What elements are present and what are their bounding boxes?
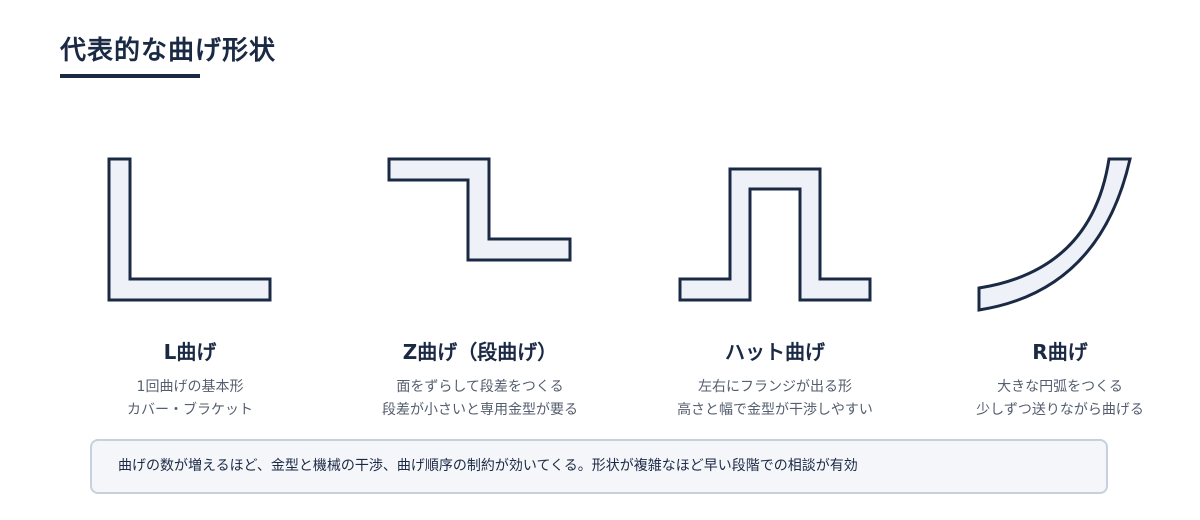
shape-desc-line1: 左右にフランジが出る形	[698, 379, 852, 395]
shape-desc-line2: 少しずつ送りながら曲げる	[976, 402, 1144, 418]
r-bend-shape	[977, 157, 1132, 312]
shape-desc-line1: 1回曲げの基本形	[136, 379, 244, 395]
page-title: 代表的な曲げ形状	[60, 36, 277, 66]
shape-card-r-bend: R曲げ 大きな円弧をつくる 少しずつ送りながら曲げる	[920, 338, 1200, 422]
shape-name: L曲げ	[163, 340, 217, 364]
shape-name: ハット曲げ	[725, 340, 825, 364]
z-bend-shape	[387, 157, 572, 262]
shape-card-l-bend: L曲げ 1回曲げの基本形 カバー・ブラケット	[50, 338, 330, 422]
hat-bend-shape	[678, 167, 872, 302]
shape-desc-line1: 面をずらして段差をつくる	[396, 379, 564, 395]
shape-desc-line1: 大きな円弧をつくる	[997, 379, 1123, 395]
shape-card-hat-bend: ハット曲げ 左右にフランジが出る形 高さと幅で金型が干渉しやすい	[635, 338, 915, 422]
shape-name: Z曲げ（段曲げ）	[402, 340, 558, 364]
bend-shapes-illustration	[107, 157, 1132, 312]
shape-desc-line2: カバー・ブラケット	[127, 402, 253, 418]
title-underline	[60, 74, 200, 78]
shape-desc-line2: 段差が小さいと専用金型が要る	[382, 402, 578, 418]
shape-card-z-bend: Z曲げ（段曲げ） 面をずらして段差をつくる 段差が小さいと専用金型が要る	[340, 338, 620, 422]
shape-desc-line2: 高さと幅で金型が干渉しやすい	[677, 402, 873, 418]
note-box: 曲げの数が増えるほど、金型と機械の干渉、曲げ順序の制約が効いてくる。形状が複雑な…	[90, 439, 1108, 494]
shape-name: R曲げ	[1032, 340, 1088, 364]
l-bend-shape	[107, 157, 272, 302]
